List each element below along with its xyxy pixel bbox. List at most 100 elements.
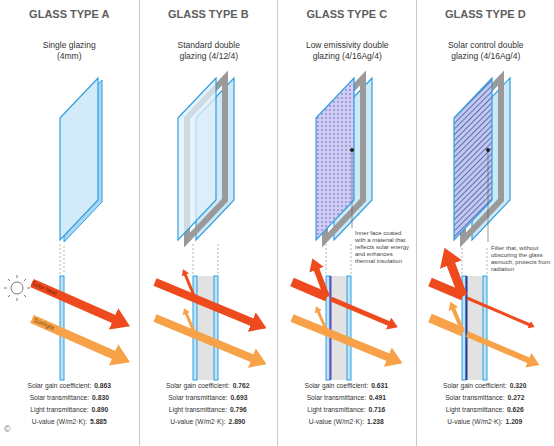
sun-icon (24, 295, 26, 297)
glass-column: GLASS TYPE BStandard double glazing (4/1… (139, 0, 278, 446)
glass-section (466, 276, 483, 380)
property-value: 1.209 (506, 418, 523, 425)
property-value: 0.693 (231, 394, 248, 401)
projection-line (462, 248, 463, 274)
radiation-arrow (318, 311, 327, 332)
property-name: Light transmittance: (30, 406, 88, 413)
property-line: Solar transmittance:0.830 (0, 394, 139, 401)
projection-line (218, 244, 219, 274)
glass-pane (316, 78, 372, 240)
arrow-label: Solar heat (30, 280, 57, 297)
radiation-arrow (32, 283, 116, 356)
column-heading: GLASS TYPE C (278, 8, 416, 20)
glass-column: GLASS TYPE DSolar control double glazing… (416, 0, 554, 446)
property-name: Solar transmittance: (30, 394, 89, 401)
glass-column: GLASS TYPE CLow emissivity double glazin… (277, 0, 416, 446)
property-line: Solar gain coefficient:0.631 (277, 382, 416, 389)
glass-section (330, 276, 332, 380)
property-line: U-value (W/m2·K):1.238 (277, 418, 416, 425)
radiation-arrow (467, 298, 530, 325)
column-heading: GLASS TYPE D (417, 8, 554, 20)
sun-icon (4, 288, 7, 289)
property-line: Solar transmittance:0.693 (139, 394, 278, 401)
projection-line (326, 244, 327, 274)
glass-section (483, 276, 487, 380)
radiation-arrow (292, 318, 390, 358)
property-value: 0.890 (92, 406, 109, 413)
radiation-arrow (155, 282, 254, 323)
sun-icon (24, 279, 26, 281)
sun-icon (17, 275, 18, 278)
radiation-arrow (155, 274, 254, 359)
property-value: 0.320 (510, 382, 527, 389)
property-value: 0.626 (507, 406, 524, 413)
property-line: Solar gain coefficient:0.320 (416, 382, 554, 389)
radiation-arrow (467, 334, 530, 361)
glass-section (197, 276, 214, 380)
property-line: Solar transmittance: 0.272 (416, 394, 554, 401)
property-value: 0.762 (233, 382, 250, 389)
callout-note: Filter that, without obscuring the glass… (491, 245, 551, 273)
copyright-mark: © (4, 424, 11, 434)
property-name: Solar gain coefficient: (27, 382, 91, 389)
property-line: Light transmittance: 0.890 (0, 406, 139, 413)
glass-pane (350, 148, 354, 152)
sun-icon (8, 279, 10, 281)
property-value: 2.890 (229, 418, 246, 425)
property-name: U-value (W/m2·K): (170, 418, 225, 425)
radiation-arrow (331, 299, 390, 324)
callout-note: Inner face coated with a material that r… (355, 230, 413, 265)
glass-pane (486, 148, 490, 152)
property-name: Light transmittance: (446, 406, 504, 413)
property-value: 0.491 (369, 394, 386, 401)
glass-section (347, 276, 351, 380)
arrow-label: Sunlight (33, 317, 55, 331)
column-heading: GLASS TYPE A (0, 8, 139, 20)
property-value: 1.238 (367, 418, 384, 425)
projection-line (487, 248, 488, 274)
projection-line (60, 244, 487, 274)
glass-section (214, 276, 218, 380)
glass-section (60, 276, 487, 380)
radiation-arrow (453, 308, 463, 332)
sun-icon (8, 295, 10, 297)
sun-icon (17, 298, 18, 301)
radiation-arrow (292, 268, 390, 358)
property-value: 0.830 (92, 394, 109, 401)
property-name: U-value (W/m2·K): (447, 418, 502, 425)
radiation-arrow (430, 262, 530, 361)
radiation-arrow (186, 313, 195, 334)
projection-line (351, 244, 352, 274)
radiation-arrow (185, 274, 195, 298)
property-line: Light transmittance:0.716 (277, 406, 416, 413)
property-name: Solar gain coefficient: (166, 382, 230, 389)
property-name: Solar gain coefficient: (443, 382, 507, 389)
property-value: 0.631 (371, 382, 388, 389)
sun-icon (4, 275, 30, 301)
property-name: U-value (W/m2·K): (32, 418, 87, 425)
sun-icon (11, 282, 23, 294)
property-line: Solar gain coefficient:0.762 (139, 382, 278, 389)
radiation-arrow (450, 262, 463, 296)
property-line: Light transmittance:0.626 (416, 406, 554, 413)
radiation-arrow (316, 268, 327, 297)
glass-section (330, 276, 347, 380)
property-line: Solar gain coefficient:0.863 (0, 382, 139, 389)
projection-line (64, 246, 65, 274)
property-value: 0.272 (508, 394, 525, 401)
glass-pane (60, 78, 98, 240)
glass-column: GLASS TYPE A Single glazing (4mm) (0, 0, 139, 446)
property-name: Solar transmittance: (445, 394, 504, 401)
property-name: Solar transmittance: (307, 394, 366, 401)
property-name: Light transmittance: (169, 406, 227, 413)
property-line: Light transmittance:0.796 (139, 406, 278, 413)
glazing-subtitle: Single glazing (4mm) (34, 40, 104, 62)
property-name: U-value (W/m2·K): (309, 418, 364, 425)
projection-line (60, 244, 61, 274)
property-line: Solar transmittance:0.491 (277, 394, 416, 401)
glass-pane (454, 78, 492, 240)
radiation-arrow (155, 318, 254, 359)
glass-pane (60, 78, 102, 242)
column-heading: GLASS TYPE B (140, 8, 278, 20)
glass-pane (454, 78, 510, 242)
